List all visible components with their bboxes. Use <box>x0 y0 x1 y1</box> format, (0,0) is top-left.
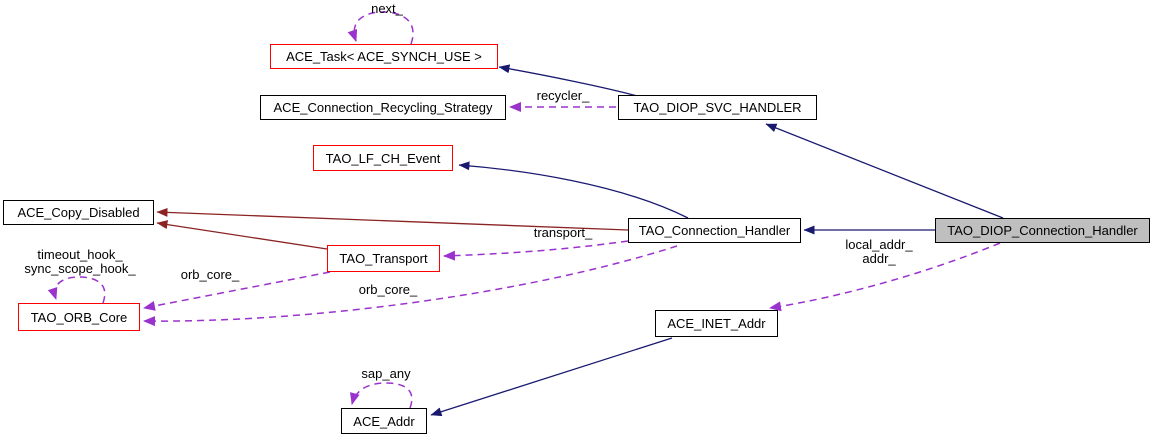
edge-inherit-diopconnhandler-to-svchandler <box>765 123 1004 219</box>
node-tao-orb-core[interactable]: TAO_ORB_Core <box>18 303 140 331</box>
edge-label-timeout-hook: timeout_hook_ <box>37 247 123 262</box>
edge-label-local-addr: local_addr_ <box>845 237 913 252</box>
edge-inherit-svchandler-to-acetask <box>498 64 638 97</box>
edge-private-connhandler-to-copydisabled <box>156 207 629 231</box>
edge-use-orbcore-selfloop <box>47 276 106 304</box>
edge-inherit-connhandler-to-lfchevent <box>458 161 689 219</box>
node-tao-diop-connection-handler: TAO_DIOP_Connection_Handler <box>935 218 1150 243</box>
node-ace-inet-addr[interactable]: ACE_INET_Addr <box>655 310 778 337</box>
node-tao-lf-ch-event[interactable]: TAO_LF_CH_Event <box>313 145 453 171</box>
edge-use-orbcore-from-connhandler <box>143 245 678 327</box>
edge-inherit-inetaddr-to-aceaddr <box>430 337 673 417</box>
edge-use-localaddr <box>769 242 1001 312</box>
node-ace-copy-disabled[interactable]: ACE_Copy_Disabled <box>3 200 154 225</box>
edge-label-transport: transport_ <box>533 225 593 240</box>
edge-use-transport <box>443 240 629 261</box>
node-tao-connection-handler[interactable]: TAO_Connection_Handler <box>628 218 801 243</box>
edge-label-next: next_ <box>371 1 403 16</box>
edge-label-sap-any: sap_any <box>361 366 411 381</box>
node-tao-diop-svc-handler[interactable]: TAO_DIOP_SVC_HANDLER <box>618 95 817 120</box>
edge-label-recycler: recycler_ <box>536 88 590 103</box>
edge-label-orb-core-left: orb_core_ <box>180 267 240 282</box>
edge-use-sapany-selfloop <box>350 382 413 409</box>
edge-use-next-selfloop <box>347 11 414 45</box>
edge-label-local-addr-addr: local_addr_ addr_ <box>842 238 916 266</box>
edge-label-orb-core-right: orb_core_ <box>358 282 418 297</box>
edge-label-sync-scope-hook: sync_scope_hook_ <box>24 261 136 276</box>
node-tao-transport[interactable]: TAO_Transport <box>327 245 440 272</box>
node-ace-task[interactable]: ACE_Task< ACE_SYNCH_USE > <box>270 44 498 69</box>
edge-label-addr: addr_ <box>862 251 896 266</box>
edge-use-orbcore-from-transport <box>143 271 331 311</box>
node-ace-connection-recycling-strategy[interactable]: ACE_Connection_Recycling_Strategy <box>260 95 506 120</box>
edge-label-timeout-sync-hooks: timeout_hook_ sync_scope_hook_ <box>18 248 142 276</box>
edge-private-transport-to-copydisabled <box>156 220 328 250</box>
node-ace-addr[interactable]: ACE_Addr <box>341 408 427 434</box>
